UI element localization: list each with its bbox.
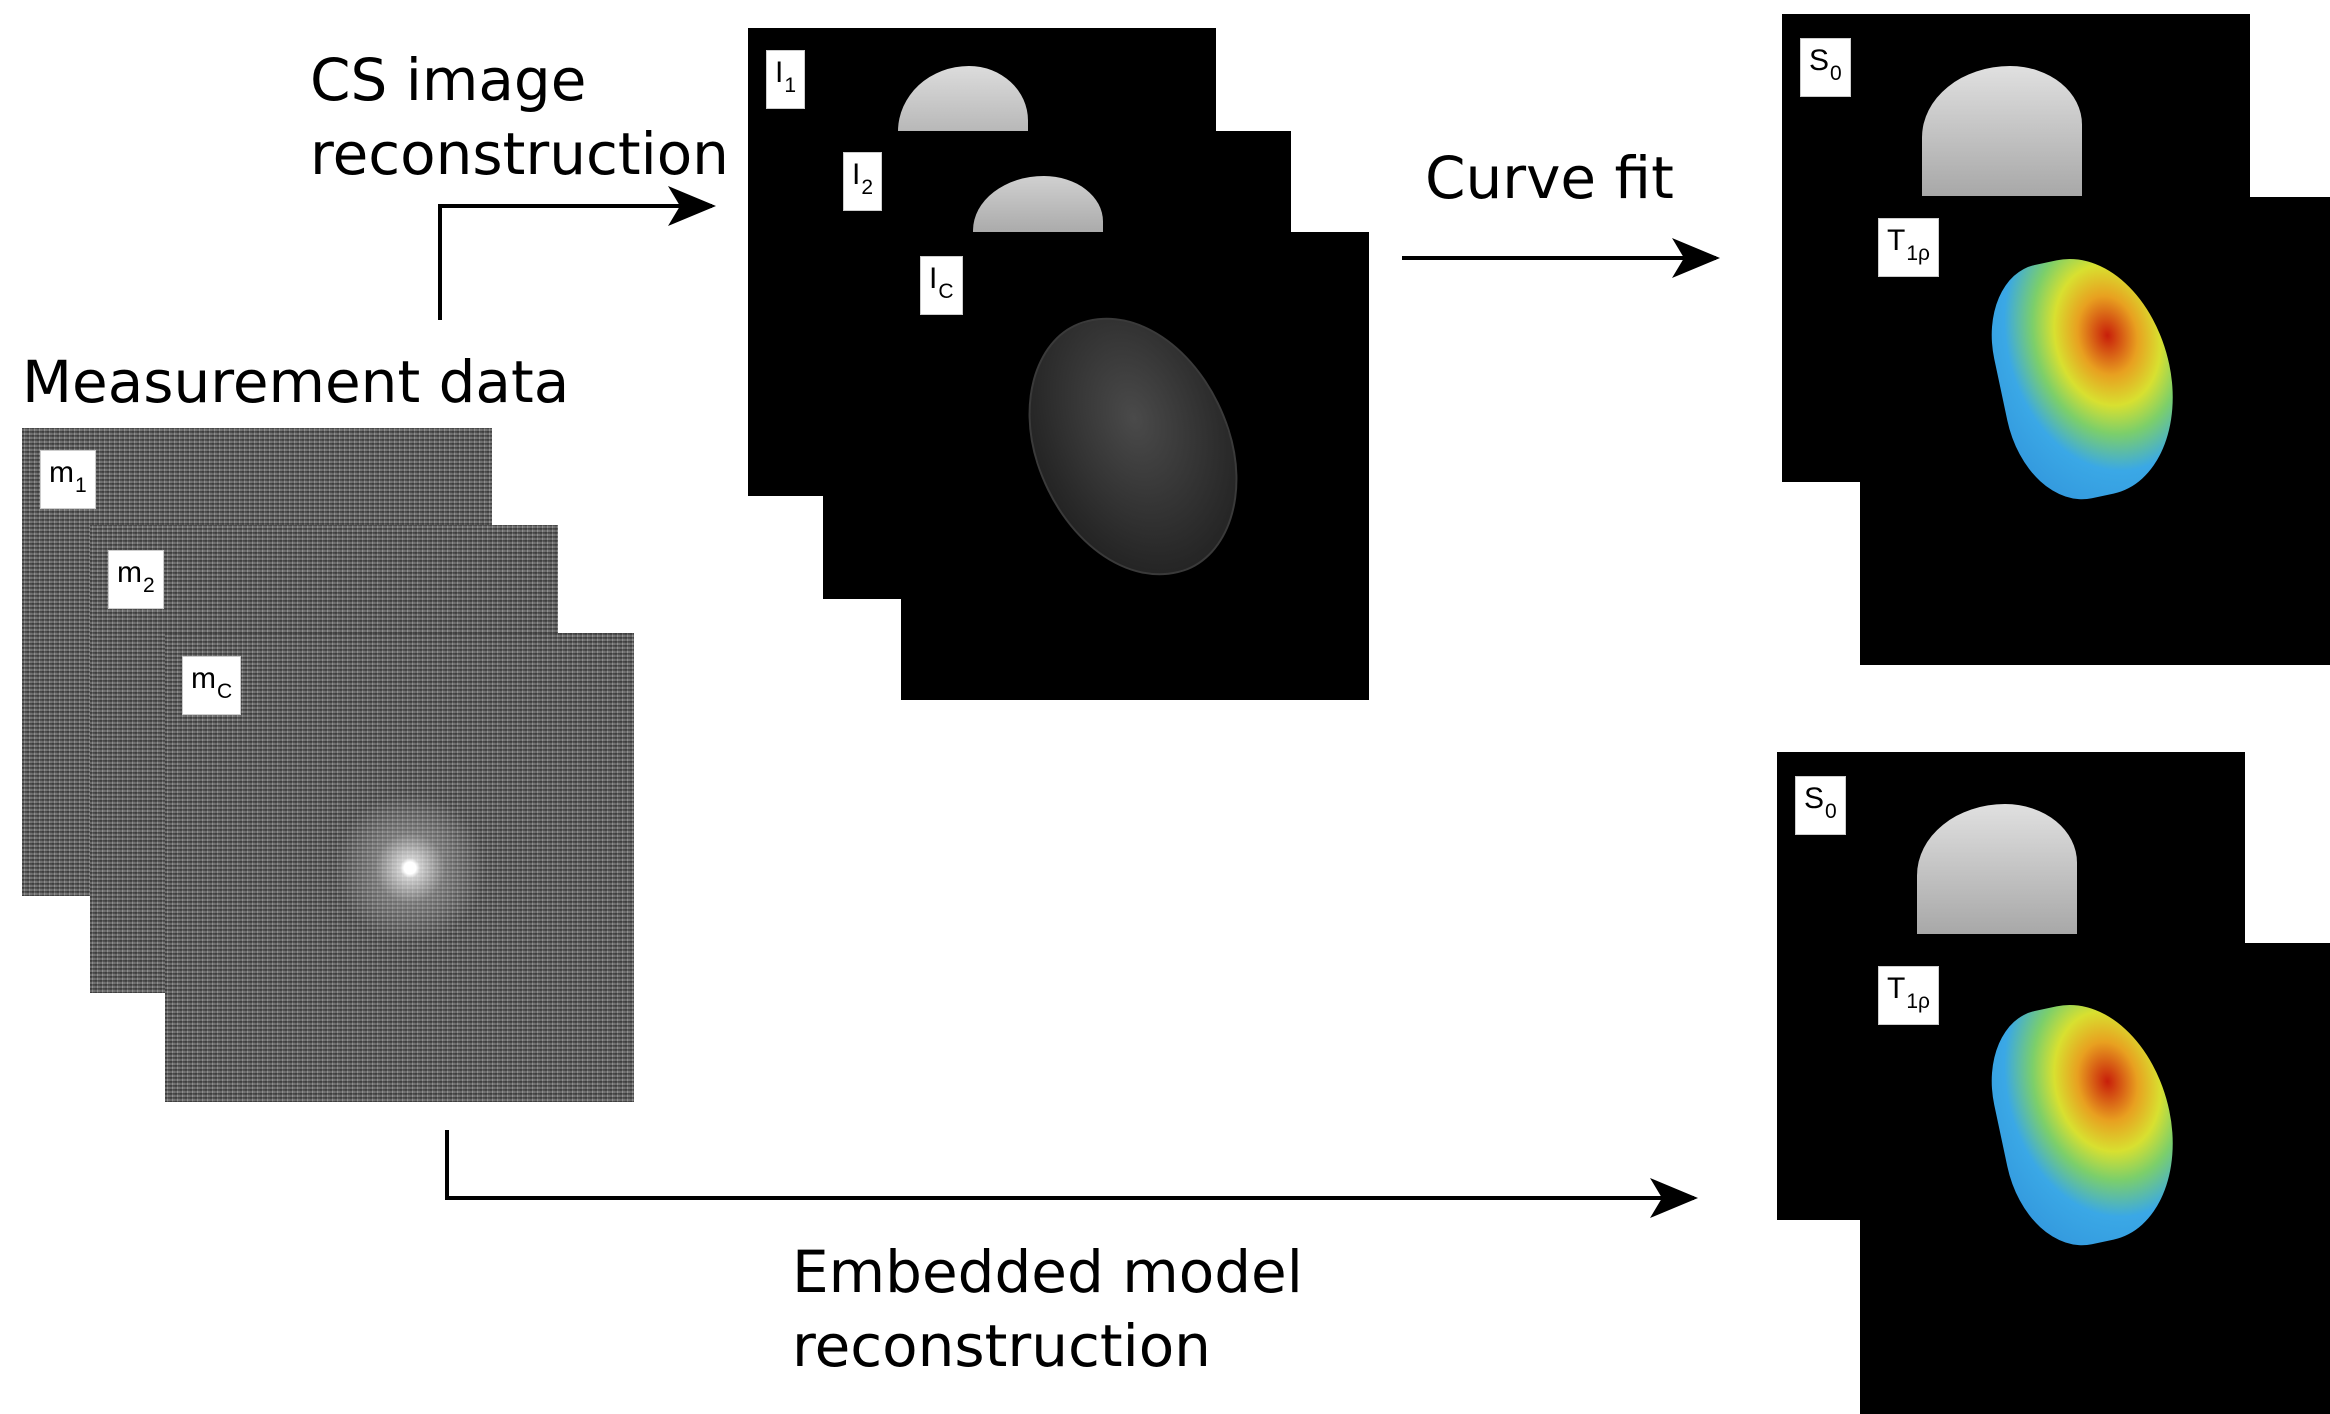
label-m2: m2 <box>108 550 164 609</box>
label-s0-top: S0 <box>1800 38 1851 97</box>
kspace-center-glow <box>335 793 485 943</box>
label-ic: IC <box>920 256 963 315</box>
label-t1rho-top: T1ρ <box>1878 218 1939 277</box>
cs-recon-arrow <box>438 186 716 320</box>
cs-recon-label-line1: CS image <box>310 46 587 114</box>
label-i1: I1 <box>766 50 806 109</box>
kspace-image-mc <box>165 633 634 1102</box>
embedded-s0-tissue <box>1917 804 2077 934</box>
label-mc: mC <box>182 656 242 715</box>
curve-fit-label: Curve fit <box>1425 144 1674 212</box>
curve-fit-s0-tissue <box>1922 66 2082 196</box>
label-s0-bottom: S0 <box>1795 776 1846 835</box>
embedded-recon-label-line1: Embedded model <box>792 1238 1303 1306</box>
cs-recon-label-line2: reconstruction <box>310 120 729 188</box>
measurement-data-label: Measurement data <box>22 348 570 416</box>
embedded-recon-arrow <box>445 1130 1698 1218</box>
label-i2: I2 <box>843 152 883 211</box>
label-m1: m1 <box>40 450 96 509</box>
cs-image-ic <box>901 232 1369 700</box>
label-t1rho-bottom: T1ρ <box>1878 966 1939 1025</box>
embedded-recon-label-line2: reconstruction <box>792 1312 1211 1380</box>
